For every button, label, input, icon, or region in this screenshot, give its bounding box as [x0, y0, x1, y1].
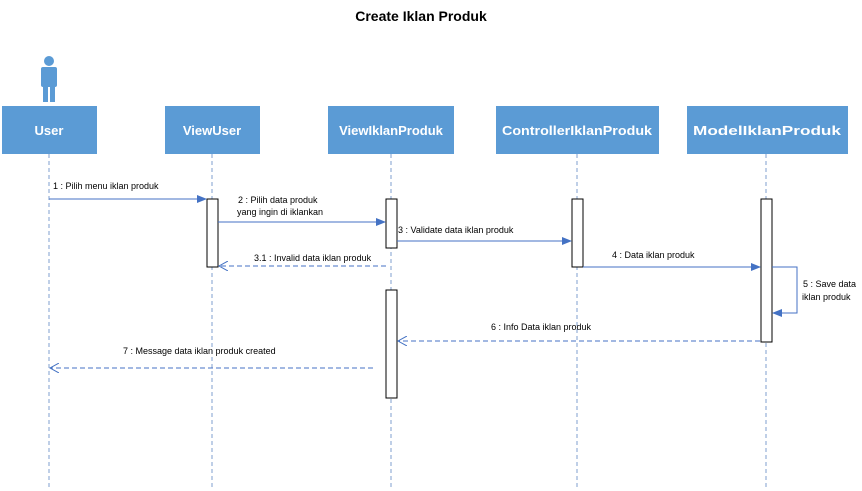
message-6-label: 6 : Info Data iklan produk	[491, 322, 592, 332]
message-1-label: 1 : Pilih menu iklan produk	[53, 181, 159, 191]
message-5-label-line2: iklan produk	[802, 292, 851, 302]
message-3-1-label: 3.1 : Invalid data iklan produk	[254, 253, 372, 263]
lifeline-viewuser: ViewUser	[165, 106, 260, 154]
message-5-label-line1: 5 : Save data	[803, 279, 856, 289]
activation-viewuser	[206, 198, 219, 268]
message-2-label-line1: 2 : Pilih data produk	[238, 195, 318, 205]
lifeline-modeliklanproduk: ModelIklanProduk	[687, 106, 848, 154]
lifeline-box	[328, 106, 454, 154]
diagram-title: Create Iklan Produk	[355, 8, 487, 24]
lifeline-box	[687, 106, 848, 154]
lifeline-box	[165, 106, 260, 154]
lifeline-label: ControllerIklanProduk	[502, 123, 653, 138]
message-5-arrow	[772, 266, 798, 317]
lifeline-label: ViewUser	[183, 123, 241, 138]
lifeline-label: ViewIklanProduk	[339, 123, 444, 138]
activation-model	[760, 198, 773, 343]
message-7-label: 7 : Message data iklan produk created	[123, 346, 276, 356]
lifeline-viewiklanproduk: ViewIklanProduk	[328, 106, 454, 154]
message-3-label: 3 : Validate data iklan produk	[398, 225, 514, 235]
lifeline-controlleriklanproduk: ControllerIklanProduk	[496, 106, 659, 154]
activation-viewiklan-2	[385, 289, 398, 399]
activation-controller	[571, 198, 584, 268]
lifeline-lines	[48, 154, 767, 488]
lifeline-box	[2, 106, 97, 154]
lifeline-label: ModelIklanProduk	[693, 123, 842, 138]
message-2-label-line2: yang ingin di iklankan	[237, 207, 323, 217]
message-4-label: 4 : Data iklan produk	[612, 250, 695, 260]
activations	[206, 198, 773, 399]
lifeline-label: User	[35, 123, 64, 138]
lifeline-box	[496, 106, 659, 154]
lifeline-user: User	[2, 106, 97, 154]
person-icon	[41, 56, 57, 102]
activation-viewiklan-1	[385, 198, 398, 249]
messages: 1 : Pilih menu iklan produk 2 : Pilih da…	[49, 181, 856, 368]
